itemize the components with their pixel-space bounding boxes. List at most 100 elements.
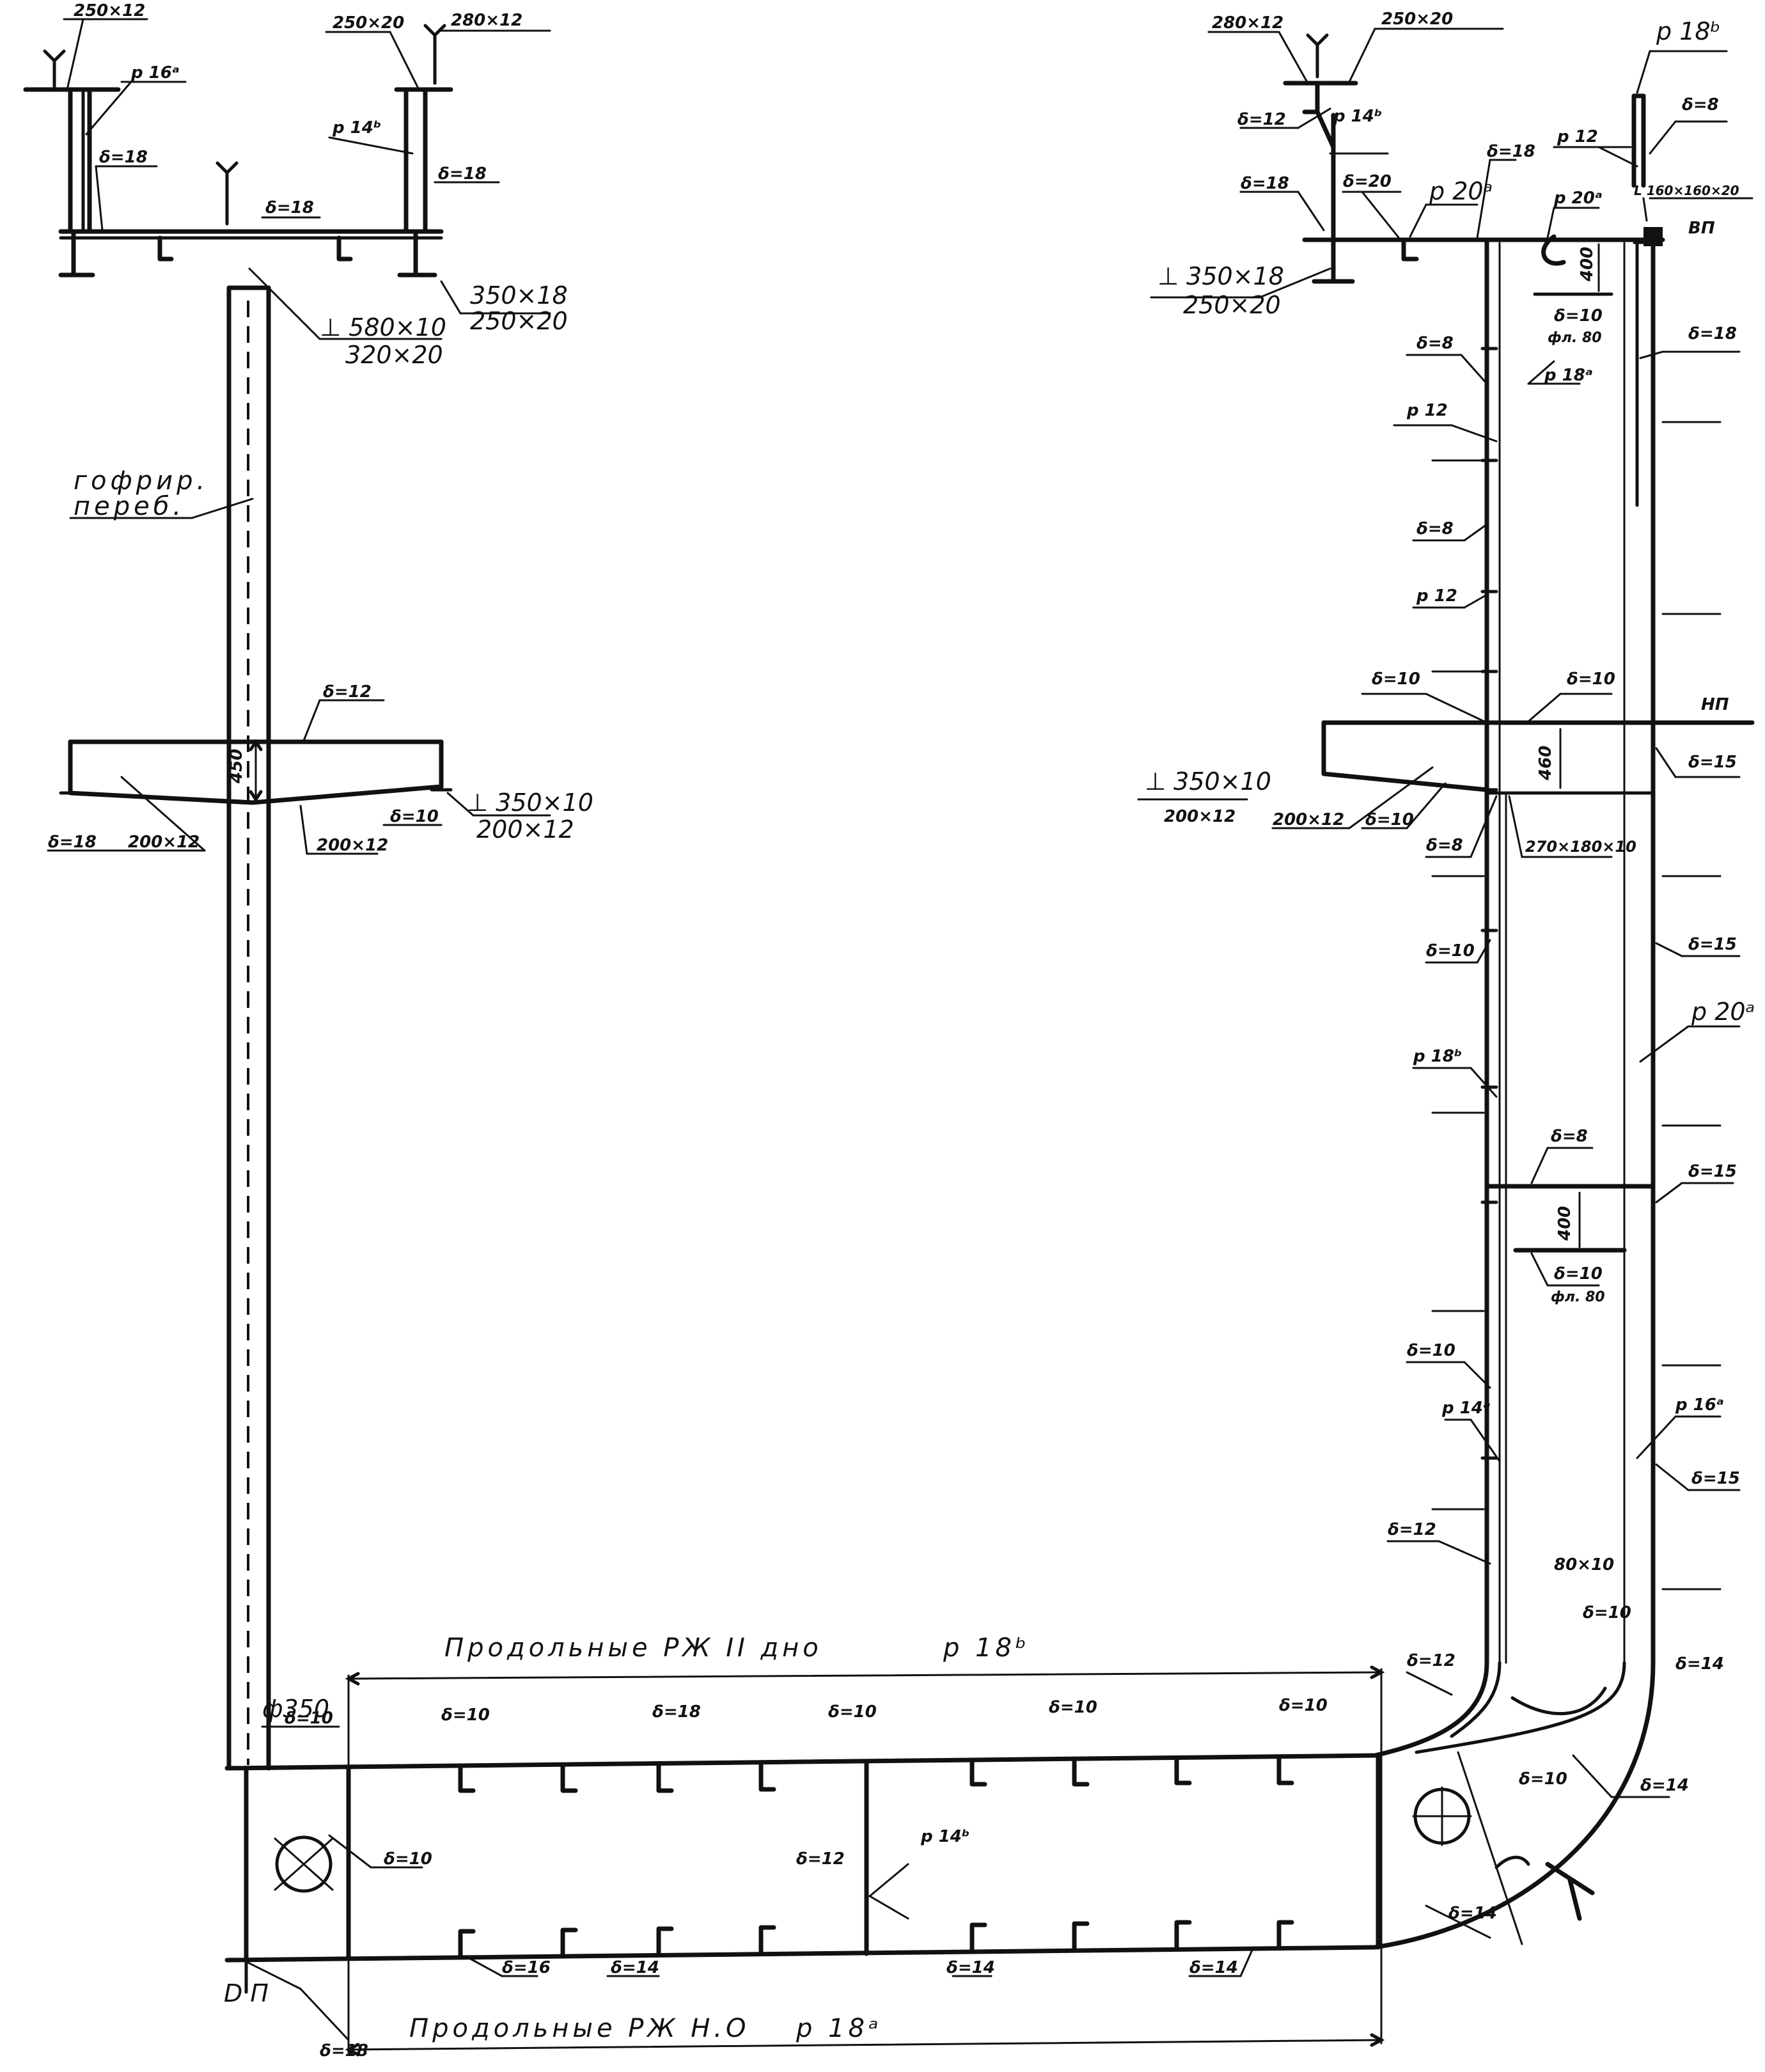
label-r-p20a-1: р 20ᵃ	[1429, 177, 1493, 205]
label-s-p12-1: р 12	[1406, 401, 1448, 420]
label-stool-d10: δ=10	[390, 807, 439, 826]
label-s-d15-2: δ=15	[1688, 935, 1737, 954]
label-b-d10-e: δ=10	[1279, 1696, 1328, 1715]
label-b-d16: δ=16	[502, 1958, 551, 1977]
label-bulkhead-1: гофрир.	[74, 466, 208, 496]
label-b-d14-2: δ=14	[1640, 1776, 1689, 1795]
label-s-d8-2: δ=8	[1416, 519, 1454, 538]
double-side-skin	[1137, 237, 1755, 1665]
label-b-d10-a: δ=10	[285, 1709, 333, 1728]
label-s-d10-4: δ=10	[1554, 1264, 1603, 1283]
mid-stool	[47, 699, 551, 855]
label-stool-200b: 200×12	[317, 836, 388, 855]
label-r-p14b: р 14ᵇ	[1333, 107, 1382, 126]
label-r-tbar-350: ⊥ 350×18	[1157, 262, 1284, 290]
label-s-d8-3: δ=8	[1426, 836, 1463, 855]
label-s-80x10: 80×10	[1554, 1555, 1614, 1574]
label-b-d18: δ=18	[652, 1702, 701, 1722]
label-b-p14b: р 14ᵇ	[920, 1827, 969, 1846]
label-s-d15-3: δ=15	[1688, 1162, 1737, 1181]
label-r-400: 400	[1578, 247, 1597, 282]
label-b-d14-a: δ=14	[611, 1958, 659, 1977]
label-r-d18top: δ=18	[1487, 142, 1535, 161]
label-r-d10: δ=10	[1554, 306, 1603, 326]
label-s-d15-1: δ=15	[1688, 753, 1737, 772]
label-r-p18b: р 18ᵇ	[1656, 17, 1721, 45]
label-b-dp: D П	[224, 1979, 269, 2007]
label-s-200: 200×12	[1273, 810, 1344, 829]
label-b-d10-d: δ=10	[1049, 1698, 1097, 1717]
label-stool-tbar-350: ⊥ 350×10	[467, 789, 593, 817]
label-r-p12: р 12	[1557, 127, 1598, 146]
label-s-tbar-200: 200×12	[1164, 807, 1236, 826]
label-girder-350: 350×18	[470, 281, 568, 310]
label-s-p20a: р 20ᵃ	[1691, 998, 1755, 1026]
label-250x20: 250×20	[333, 13, 404, 33]
label-s-d10-top: δ=10	[1567, 670, 1615, 689]
label-r-250x20: 250×20	[1381, 10, 1453, 29]
label-280x12: 280×12	[451, 11, 522, 30]
label-b-d10-bilge: δ=10	[1519, 1770, 1567, 1789]
label-s-p12-2: р 12	[1416, 586, 1457, 606]
label-bulkhead-2: переб.	[74, 492, 185, 521]
label-s-p16a: р 16ᵃ	[1675, 1395, 1724, 1415]
label-s-d15-4: δ=15	[1691, 1469, 1740, 1488]
left-deck-detail	[23, 18, 551, 340]
label-r-p20a-2: р 20ᵃ	[1553, 189, 1603, 208]
label-b-d14-c: δ=14	[1189, 1958, 1238, 1977]
label-s-tbar-350: ⊥ 350×10	[1145, 767, 1271, 796]
label-b-title-top: Продольные РЖ II дно	[444, 1633, 822, 1663]
label-stool-d12: δ=12	[323, 682, 372, 702]
label-r-angle: L 160×160×20	[1634, 183, 1739, 198]
double-bottom	[224, 1660, 1670, 2057]
label-s-p18b: р 18ᵇ	[1413, 1047, 1462, 1066]
label-r-vp: ВП	[1688, 219, 1715, 238]
label-s-400: 400	[1555, 1206, 1574, 1241]
label-b-phi350: ф350	[262, 1695, 329, 1723]
label-b-title-bot: Продольные РЖ Н.О	[409, 2014, 749, 2043]
label-stool-tbar-200: 200×12	[476, 815, 574, 844]
label-d18-c: δ=18	[438, 164, 487, 184]
label-stool-200a: 200×12	[128, 833, 200, 852]
label-b-d10-b: δ=10	[441, 1706, 490, 1725]
label-250x12: 250×12	[74, 1, 145, 20]
label-r-fl80: фл. 80	[1548, 330, 1602, 346]
label-tbar-320: 320×20	[345, 341, 443, 369]
label-b-d10-c: δ=10	[828, 1702, 877, 1722]
label-s-bracket: 270×180×10	[1525, 838, 1636, 856]
label-r-d18b: δ=18	[1688, 324, 1737, 343]
label-s-d10-1: δ=10	[1372, 670, 1420, 689]
label-p16a: р 16ᵃ	[130, 63, 180, 82]
label-s-460: 460	[1536, 746, 1555, 781]
label-s-d8-1: δ=8	[1416, 334, 1454, 353]
label-s-d10-5: δ=10	[1407, 1341, 1455, 1360]
label-s-d8-4: δ=8	[1551, 1127, 1588, 1146]
label-s-d12: δ=12	[1388, 1520, 1436, 1539]
corrugated-bulkhead	[69, 285, 271, 1771]
label-stool-450: 450	[227, 749, 246, 784]
label-s-p14a: р 14ᵃ	[1441, 1399, 1491, 1418]
label-b-d12-girder: δ=12	[796, 1849, 845, 1869]
label-s-d10-6: δ=10	[1583, 1603, 1631, 1622]
label-r-280x12: 280×12	[1212, 13, 1283, 33]
label-stool-d18: δ=18	[48, 833, 97, 852]
label-b-title-bot-r: р 18ᵃ	[796, 2014, 882, 2043]
label-r-p18a: р 18ᵃ	[1544, 366, 1593, 385]
label-b-d12-bilge: δ=12	[1407, 1651, 1455, 1670]
label-s-d10-2: δ=10	[1365, 810, 1414, 829]
label-r-d8: δ=8	[1682, 95, 1719, 114]
label-s-d10-3: δ=10	[1426, 941, 1475, 961]
label-s-fl80: фл. 80	[1551, 1289, 1605, 1305]
label-s-d14-1: δ=14	[1675, 1654, 1724, 1674]
label-p14b: р 14ᵇ	[332, 118, 381, 137]
label-s-np: НП	[1701, 695, 1729, 714]
label-d18-a: δ=18	[99, 148, 148, 167]
label-b-d18-keel: δ=18	[320, 2041, 368, 2060]
label-r-d20: δ=20	[1343, 172, 1392, 191]
label-b-title-top-r: р 18ᵇ	[943, 1633, 1030, 1663]
label-b-d10-f: δ=10	[384, 1849, 432, 1869]
labels: 250×12 250×20 280×12 р 16ᵃ р 14ᵇ δ=18 δ=…	[48, 1, 1755, 2060]
label-girder-250: 250×20	[470, 307, 568, 335]
label-r-tbar-250: 250×20	[1183, 291, 1281, 319]
